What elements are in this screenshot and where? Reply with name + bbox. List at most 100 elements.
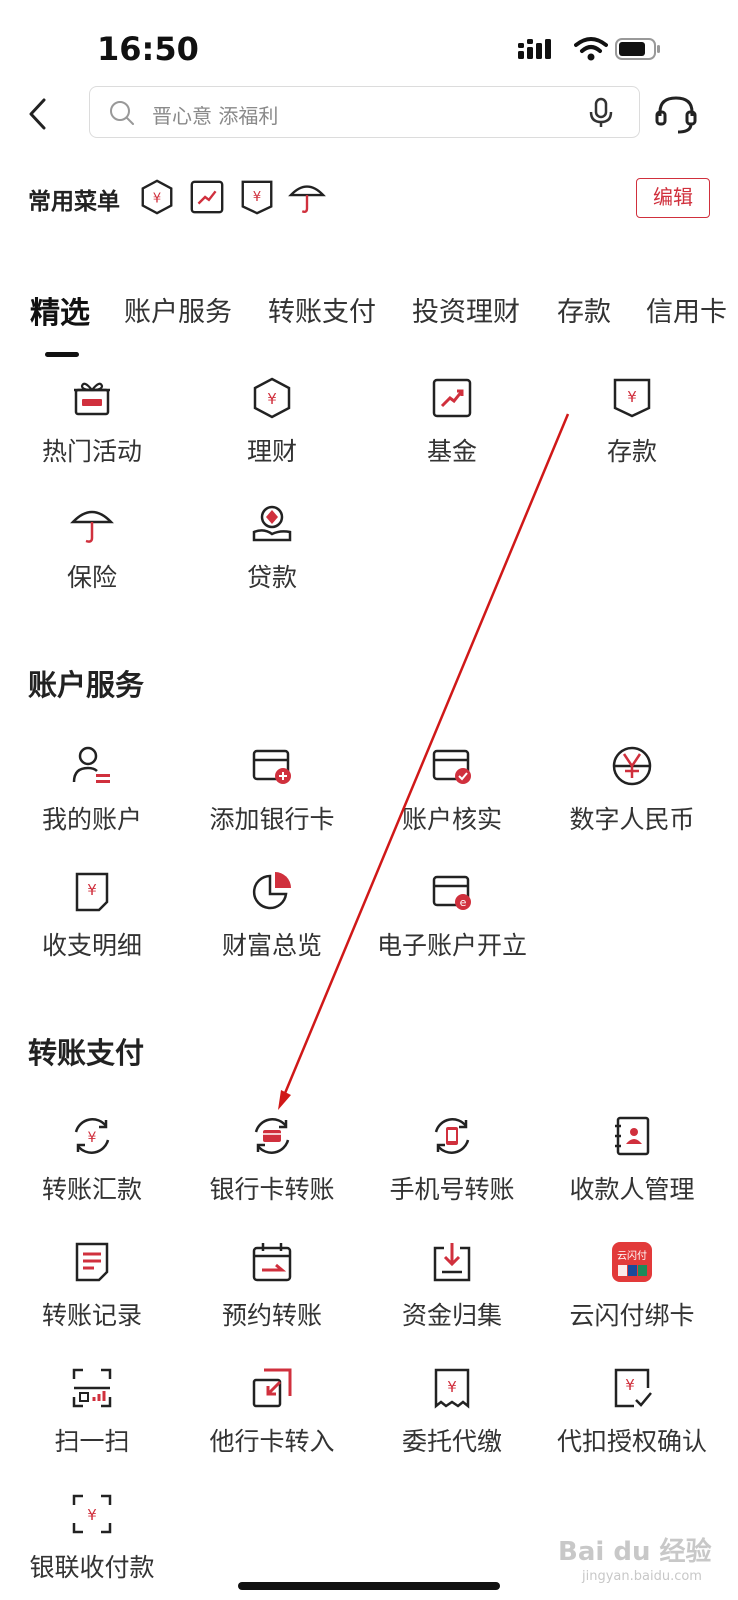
svg-text:e: e <box>460 896 467 909</box>
fund-icon[interactable] <box>188 178 226 216</box>
transfer-entrust[interactable]: ¥ 委托代缴 <box>360 1366 544 1458</box>
other-bank-icon <box>252 1368 292 1408</box>
svg-text:¥: ¥ <box>87 881 97 899</box>
e-account-icon: e <box>432 875 471 910</box>
transfer-unionpay-bind[interactable]: 云闪付 云闪付绑卡 <box>540 1240 724 1332</box>
transfer-scan[interactable]: 扫一扫 <box>0 1366 184 1458</box>
item-label: 贷款 <box>246 563 297 592</box>
svg-text:¥: ¥ <box>627 388 637 406</box>
edit-button[interactable]: 编辑 <box>636 178 710 218</box>
account-statement[interactable]: ¥ 收支明细 <box>0 870 184 962</box>
svg-text:Bai du 经验: Bai du 经验 <box>558 1536 712 1567</box>
featured-insurance[interactable]: 保险 <box>0 502 184 594</box>
transfer-scheduled[interactable]: 预约转账 <box>180 1240 364 1332</box>
item-label: 财富总览 <box>221 931 322 960</box>
item-label: 数字人民币 <box>569 805 695 834</box>
item-label: 预约转账 <box>221 1301 322 1330</box>
search-bar[interactable]: 晋心意 添福利 <box>89 86 640 138</box>
category-tabs: 精选 账户服务 转账支付 投资理财 存款 信用卡 <box>0 290 738 360</box>
fund-icon <box>432 378 472 418</box>
transfer-remit[interactable]: ¥ 转账汇款 <box>0 1114 184 1206</box>
calendar-icon <box>252 1243 292 1282</box>
transfer-other-bank-in[interactable]: 他行卡转入 <box>180 1366 364 1458</box>
item-label: 扫一扫 <box>54 1427 130 1456</box>
tab-account-services[interactable]: 账户服务 <box>124 297 232 328</box>
card-transfer-icon <box>254 1118 290 1154</box>
add-card-icon <box>252 749 291 784</box>
transfer-authorize[interactable]: ¥ 代扣授权确认 <box>540 1366 724 1458</box>
featured-deposit[interactable]: ¥ 存款 <box>540 376 724 468</box>
svg-text:jingyan.baidu.com: jingyan.baidu.com <box>581 1569 702 1584</box>
wifi-icon <box>574 37 608 61</box>
featured-loan[interactable]: 贷款 <box>180 502 364 594</box>
account-verify[interactable]: 账户核实 <box>360 744 544 836</box>
item-label: 银联收付款 <box>29 1553 155 1582</box>
account-digital-rmb[interactable]: 数字人民币 <box>540 744 724 836</box>
pie-chart-icon <box>252 872 291 910</box>
baidu-watermark-logo: Bai du 经验 jingyan.baidu.com <box>558 1536 712 1584</box>
gift-icon <box>74 382 110 416</box>
item-label: 理财 <box>246 437 297 466</box>
search-placeholder: 晋心意 添福利 <box>152 104 279 128</box>
tab-deposit[interactable]: 存款 <box>557 297 611 328</box>
transfer-card[interactable]: 银行卡转账 <box>180 1114 364 1206</box>
digital-rmb-icon <box>612 746 652 786</box>
account-my-account[interactable]: 我的账户 <box>0 744 184 836</box>
item-label: 他行卡转入 <box>209 1427 335 1456</box>
featured-hot-activity[interactable]: 热门活动 <box>0 376 184 468</box>
record-icon <box>75 1242 109 1282</box>
transfer-fund-collection[interactable]: 资金归集 <box>360 1240 544 1332</box>
account-wealth-overview[interactable]: 财富总览 <box>180 870 364 962</box>
section-title-transfer: 转账支付 <box>28 1036 145 1070</box>
status-time: 16:50 <box>97 30 199 68</box>
search-icon <box>110 101 134 125</box>
item-label: 收款人管理 <box>569 1175 695 1204</box>
battery-icon <box>615 38 660 60</box>
microphone-icon[interactable] <box>588 97 614 129</box>
umbrella-icon <box>70 510 114 543</box>
home-indicator[interactable] <box>238 1582 500 1590</box>
account-e-account[interactable]: e 电子账户开立 <box>360 870 544 962</box>
svg-text:¥: ¥ <box>625 1376 635 1394</box>
transfer-unionpay-pay[interactable]: ¥ 银联收付款 <box>0 1492 184 1584</box>
loan-icon <box>252 505 292 542</box>
tab-credit-card[interactable]: 信用卡 <box>646 297 727 328</box>
verify-card-icon <box>432 749 471 784</box>
back-arrow-icon[interactable] <box>22 94 62 134</box>
item-label: 代扣授权确认 <box>556 1427 707 1456</box>
svg-text:¥: ¥ <box>253 190 261 205</box>
tab-investment[interactable]: 投资理财 <box>412 297 520 328</box>
transfer-payee[interactable]: 收款人管理 <box>540 1114 724 1206</box>
entrust-pay-icon: ¥ <box>434 1368 470 1409</box>
common-menu-label: 常用菜单 <box>28 189 120 215</box>
section-title-account-services: 账户服务 <box>28 668 145 702</box>
customer-service-icon[interactable] <box>654 92 698 136</box>
svg-text:¥: ¥ <box>153 192 161 207</box>
item-label: 热门活动 <box>41 437 142 466</box>
svg-text:¥: ¥ <box>87 1506 97 1524</box>
cellular-signal-icon <box>518 39 551 59</box>
featured-wealth[interactable]: ¥ 理财 <box>180 376 364 468</box>
item-label: 存款 <box>606 437 657 466</box>
featured-fund[interactable]: 基金 <box>360 376 544 468</box>
svg-text:¥: ¥ <box>267 390 277 408</box>
transfer-icon: ¥ <box>74 1118 110 1154</box>
item-label: 电子账户开立 <box>376 931 527 960</box>
umbrella-icon[interactable] <box>288 178 326 216</box>
common-menu-icons: ¥ ¥ <box>138 178 326 216</box>
wealth-icon[interactable]: ¥ <box>138 178 176 216</box>
item-label: 账户核实 <box>401 805 502 834</box>
account-add-card[interactable]: 添加银行卡 <box>180 744 364 836</box>
status-bar: 16:50 <box>0 0 738 90</box>
svg-text:云闪付: 云闪付 <box>617 1249 647 1262</box>
unionpay-icon: 云闪付 <box>612 1242 652 1282</box>
transfer-phone[interactable]: 手机号转账 <box>360 1114 544 1206</box>
transfer-records[interactable]: 转账记录 <box>0 1240 184 1332</box>
tab-featured[interactable]: 精选 <box>30 296 90 331</box>
statement-icon: ¥ <box>75 872 109 912</box>
tab-transfer[interactable]: 转账支付 <box>268 297 376 328</box>
item-label: 添加银行卡 <box>209 805 335 834</box>
deposit-icon[interactable]: ¥ <box>238 178 276 216</box>
authorize-icon: ¥ <box>614 1368 652 1408</box>
item-label: 我的账户 <box>41 805 142 834</box>
